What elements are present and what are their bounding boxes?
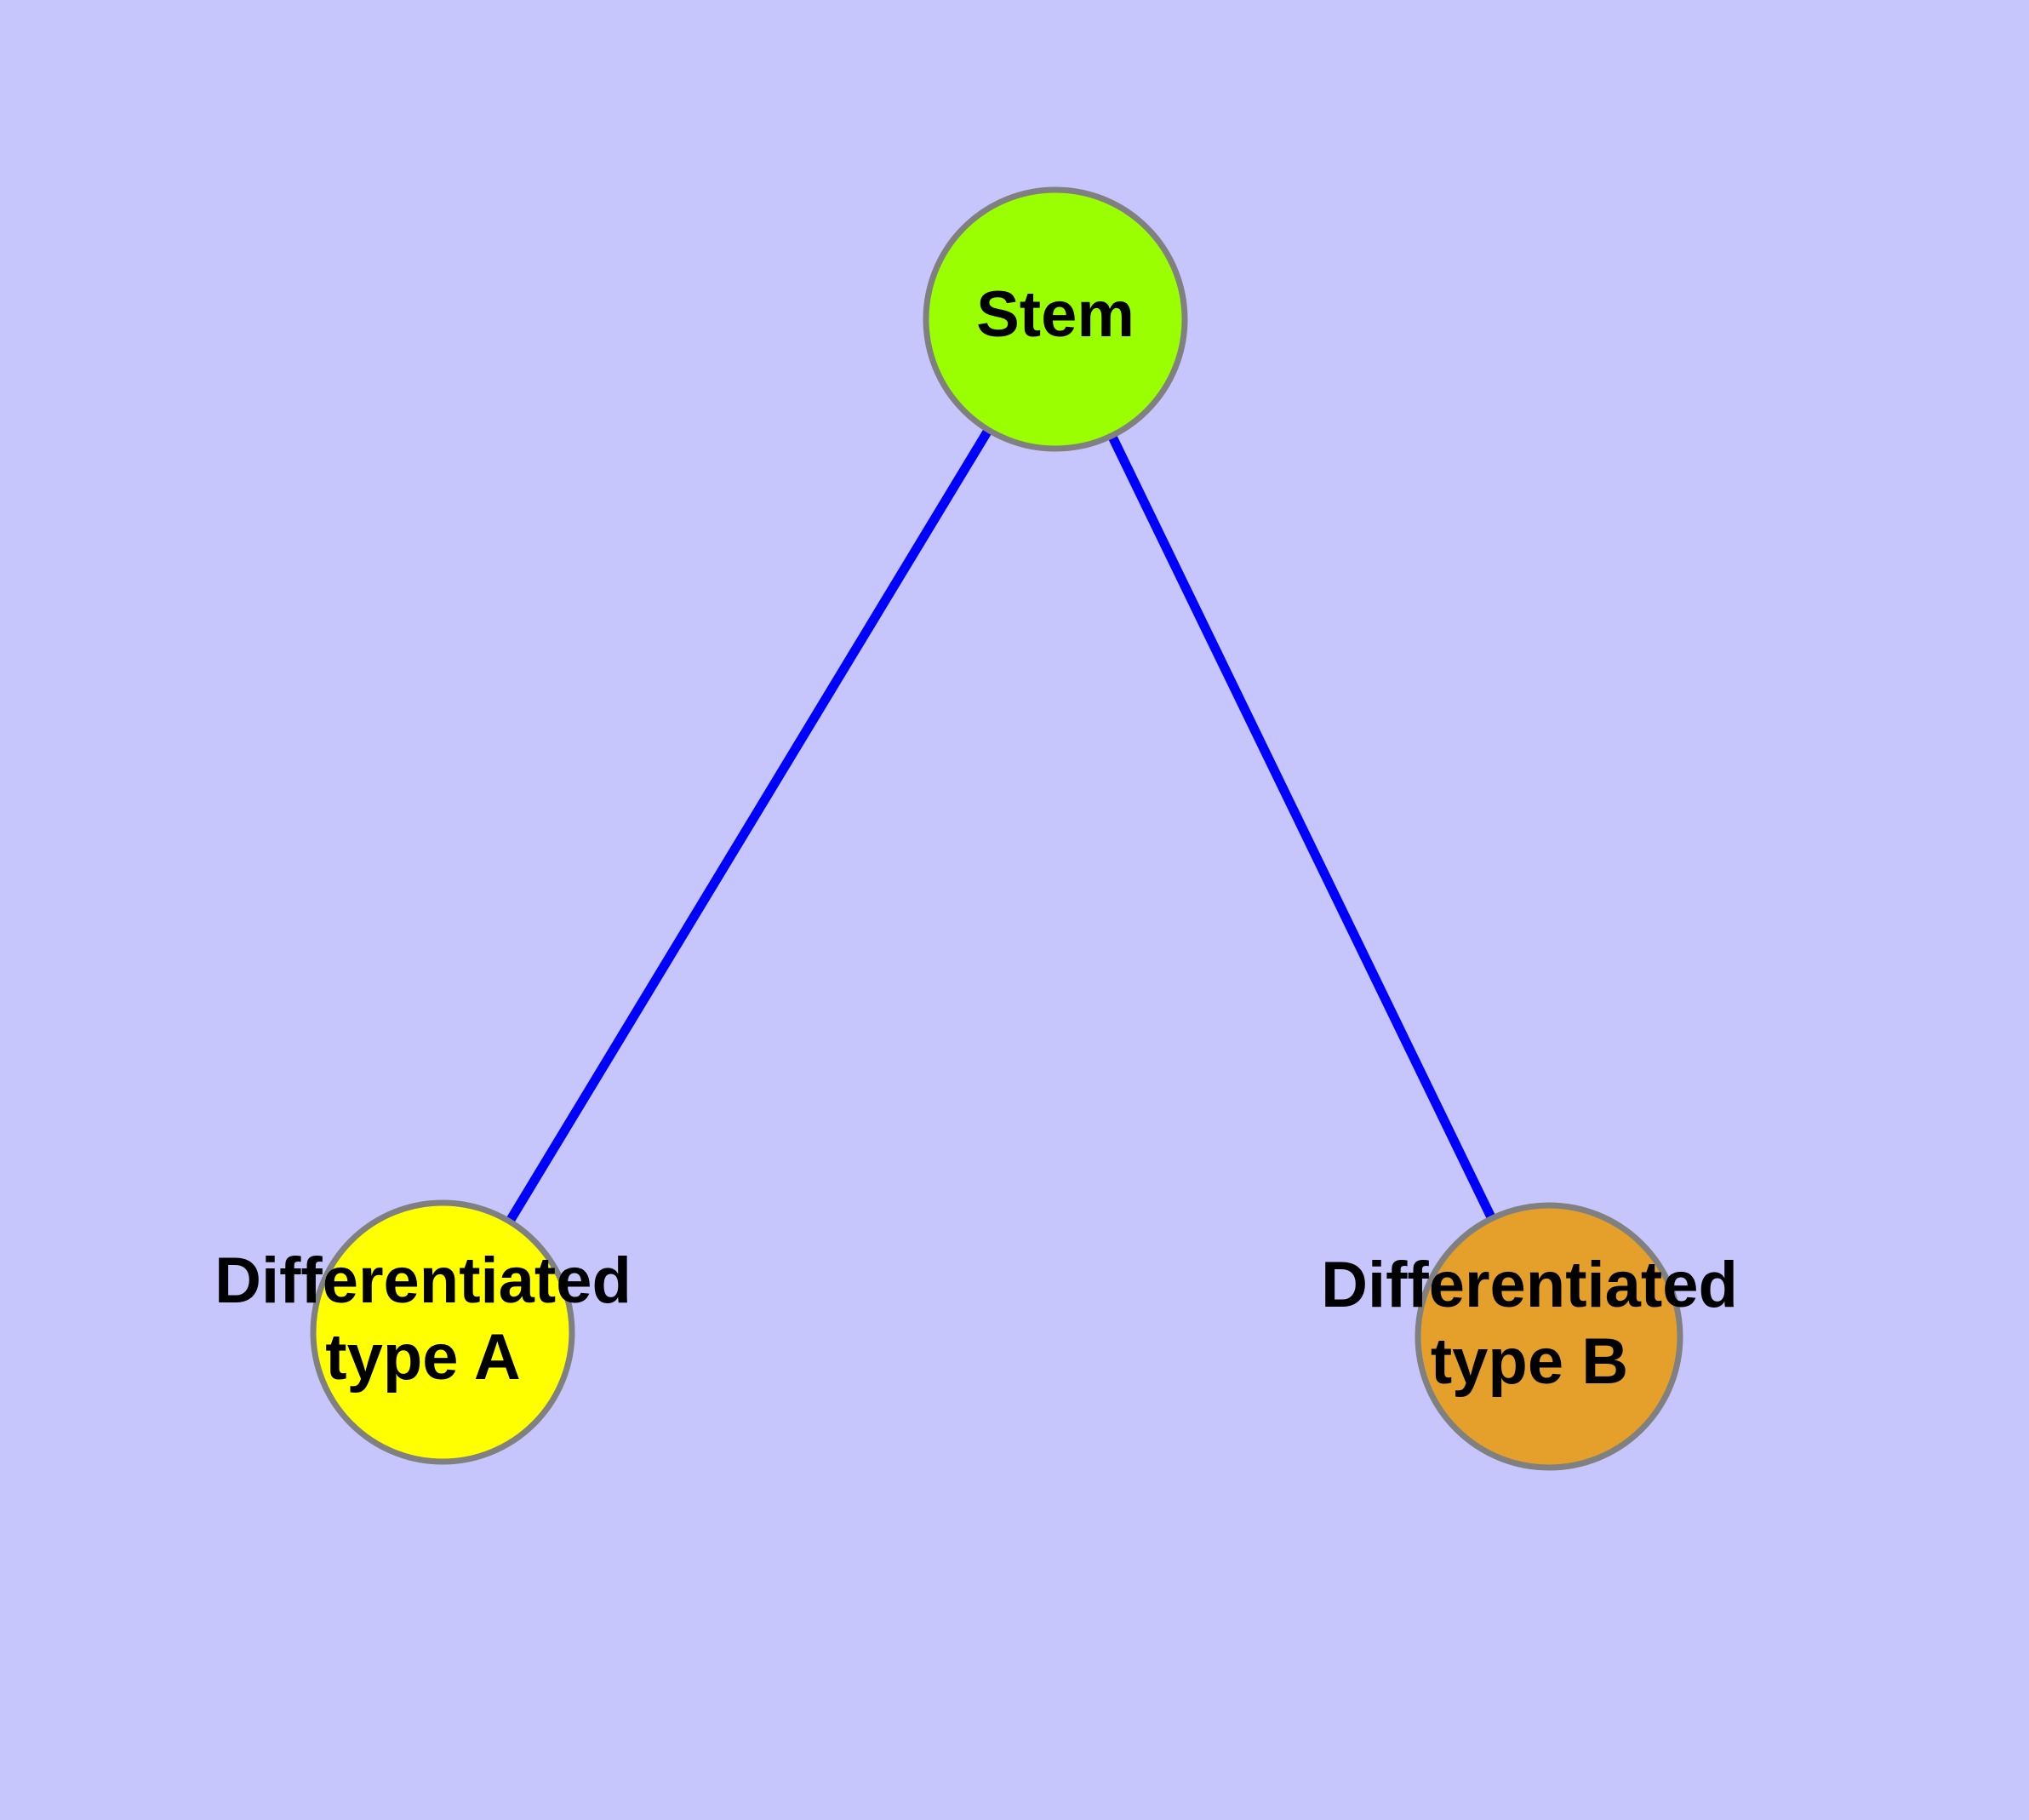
edge-stem-to-diff-b[interactable] [1051,317,1553,1339]
node-stem-circle[interactable] [923,186,1188,452]
node-stem[interactable] [923,186,1188,452]
node-diff-b-circle[interactable] [1415,1202,1683,1471]
node-diff-b[interactable] [1415,1202,1683,1471]
node-label-line: Differentiated [1321,1249,1738,1321]
edge-stem-to-diff-a[interactable] [438,317,1060,1335]
node-diff-a-circle[interactable] [310,1199,575,1465]
edges-layer [438,317,1553,1339]
node-label-line: Stem [976,278,1135,351]
nodes-layer [310,186,1683,1471]
node-label-line: Differentiated [214,1245,632,1317]
node-diff-a[interactable] [310,1199,575,1465]
node-label-line: type B [1431,1325,1628,1398]
node-label-line: type A [325,1321,520,1394]
node-stem-label: Stem [976,278,1135,351]
